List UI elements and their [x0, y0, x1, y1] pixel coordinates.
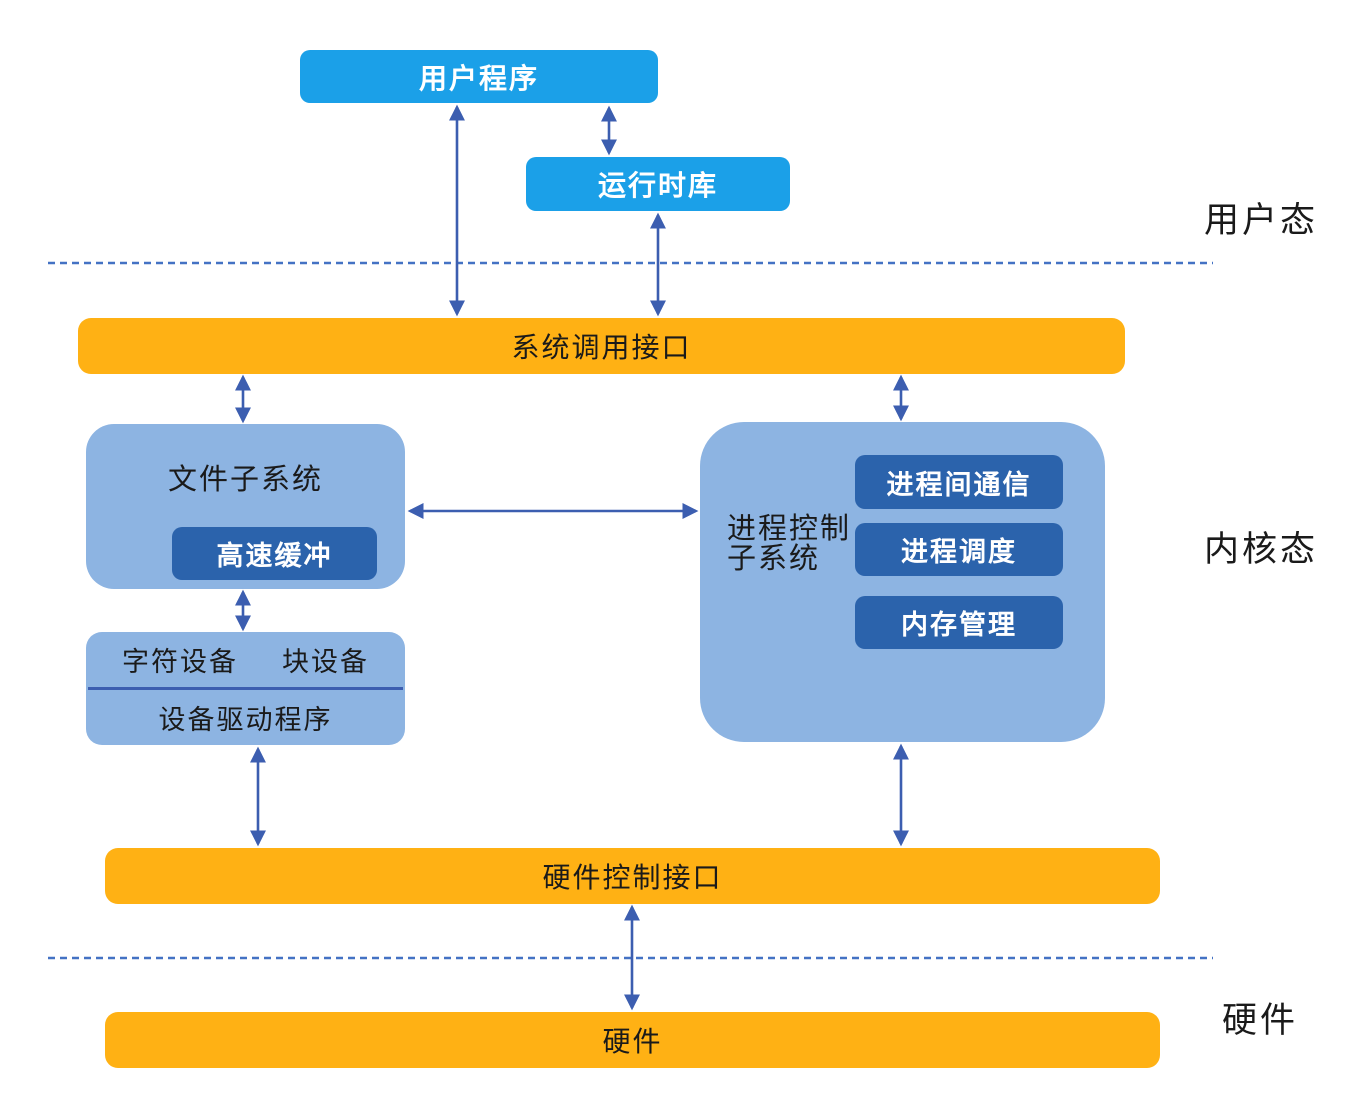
process-scheduler-box: 进程调度 — [855, 523, 1063, 576]
hw-control-interface-label: 硬件控制接口 — [542, 862, 723, 893]
buffer-cache-box: 高速缓冲 — [172, 527, 377, 580]
block-device-label: 块设备 — [282, 647, 369, 677]
user-program-box: 用户程序 — [300, 50, 658, 103]
process-control-subsystem-box: 进程控制 子系统 进程间通信 进程调度 内存管理 — [700, 422, 1105, 742]
kernel-mode-region-label: 内核态 — [1204, 530, 1319, 569]
runtime-library-label: 运行时库 — [597, 170, 718, 201]
memory-management-box: 内存管理 — [855, 596, 1063, 649]
process-subsystem-label: 进程控制 子系统 — [727, 513, 852, 576]
hardware-bar: 硬件 — [105, 1012, 1160, 1068]
device-driver-label: 设备驱动程序 — [158, 704, 333, 735]
hardware-bar-label: 硬件 — [602, 1026, 663, 1057]
runtime-library-box: 运行时库 — [526, 157, 790, 211]
file-subsystem-box: 文件子系统 高速缓冲 — [86, 424, 405, 589]
char-device-label: 字符设备 — [122, 647, 238, 677]
syscall-interface-label: 系统调用接口 — [511, 332, 692, 363]
ipc-box: 进程间通信 — [855, 455, 1063, 509]
ipc-label: 进程间通信 — [886, 469, 1032, 500]
device-driver-box: 字符设备 块设备 设备驱动程序 — [86, 632, 405, 745]
device-box-divider — [88, 687, 403, 690]
user-mode-region-label: 用户态 — [1204, 201, 1319, 240]
device-driver-row: 设备驱动程序 — [86, 687, 405, 745]
memory-management-label: 内存管理 — [901, 610, 1017, 640]
device-types-row: 字符设备 块设备 — [86, 632, 405, 687]
file-subsystem-label: 文件子系统 — [167, 464, 323, 496]
user-program-label: 用户程序 — [418, 62, 539, 94]
buffer-cache-label: 高速缓冲 — [216, 541, 333, 571]
hw-control-interface-bar: 硬件控制接口 — [105, 848, 1160, 904]
syscall-interface-bar: 系统调用接口 — [78, 318, 1125, 374]
hardware-region-label: 硬件 — [1222, 1001, 1299, 1040]
process-scheduler-label: 进程调度 — [901, 537, 1017, 567]
